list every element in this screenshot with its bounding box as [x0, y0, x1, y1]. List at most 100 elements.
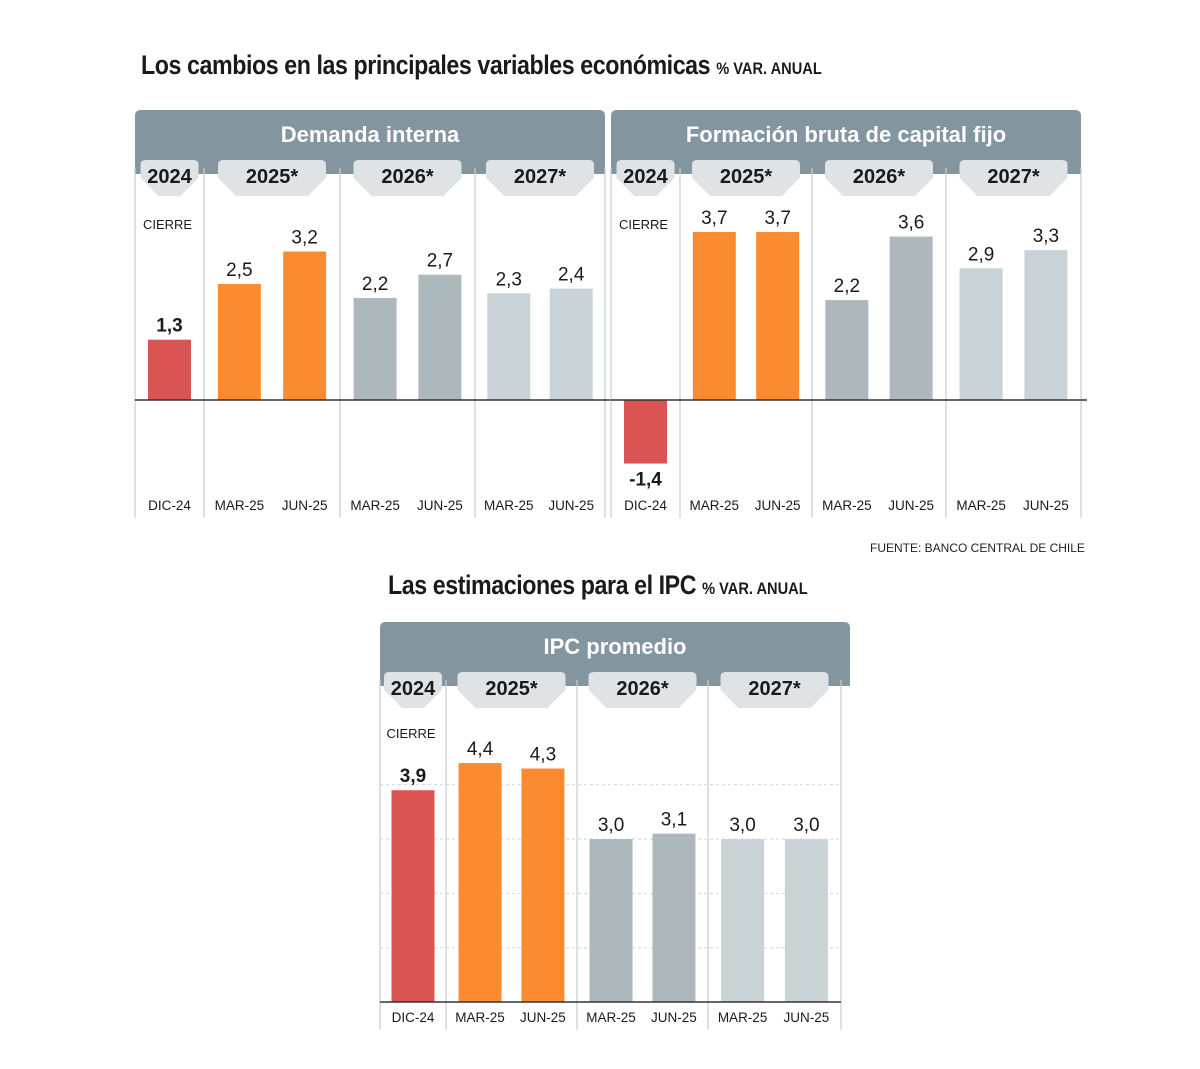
x-tick-label: MAR-25 — [455, 1010, 505, 1025]
bar — [521, 768, 565, 1002]
bar — [756, 232, 800, 400]
data-label: 3,1 — [661, 810, 687, 831]
ipc-title-unit: % VAR. ANUAL — [702, 579, 808, 598]
bar — [458, 763, 502, 1002]
chart-title: Demanda interna — [281, 122, 460, 147]
bar — [692, 232, 736, 400]
data-label: 3,0 — [729, 815, 755, 836]
data-label: 2,3 — [496, 269, 522, 290]
x-tick-label: DIC-24 — [624, 498, 667, 513]
source-note: FUENTE: BANCO CENTRAL DE CHILE — [870, 541, 1085, 555]
x-tick-label: JUN-25 — [651, 1010, 697, 1025]
year-tab — [692, 160, 800, 196]
year-tab-label: 2025* — [485, 678, 537, 700]
year-tab — [140, 160, 199, 196]
bar — [283, 251, 327, 400]
data-label: 3,0 — [793, 815, 819, 836]
chart-header-band — [611, 110, 1081, 174]
bar — [487, 293, 531, 400]
year-tab — [720, 672, 829, 708]
x-tick-label: MAR-25 — [822, 498, 872, 513]
main-title-text: Los cambios en las principales variables… — [141, 50, 711, 80]
year-tab — [588, 672, 697, 708]
bar — [549, 288, 593, 400]
x-tick-label: MAR-25 — [586, 1010, 636, 1025]
data-label: 3,6 — [898, 213, 924, 234]
x-tick-label: MAR-25 — [215, 498, 265, 513]
year-tab — [825, 160, 933, 196]
bar — [589, 839, 633, 1002]
data-label: 3,3 — [1033, 226, 1059, 247]
year-tab-label: 2027* — [748, 678, 800, 700]
main-title: Los cambios en las principales variables… — [141, 50, 822, 81]
data-label: 2,4 — [558, 265, 585, 286]
x-tick-label: MAR-25 — [350, 498, 400, 513]
year-tab — [486, 160, 594, 196]
year-tab-label: 2025* — [720, 166, 772, 188]
bar — [148, 339, 191, 400]
x-tick-label: MAR-25 — [718, 1010, 768, 1025]
cierre-label: CIERRE — [143, 217, 192, 232]
x-tick-label: JUN-25 — [417, 498, 463, 513]
x-tick-label: JUN-25 — [282, 498, 328, 513]
year-tab-label: 2026* — [853, 166, 905, 188]
year-tab-label: 2027* — [514, 166, 566, 188]
bar — [825, 300, 869, 400]
x-tick-label: MAR-25 — [956, 498, 1006, 513]
bar — [624, 400, 667, 464]
year-tab-label: 2024 — [623, 166, 668, 188]
data-label: 4,3 — [530, 745, 556, 766]
year-tab-label: 2027* — [987, 166, 1039, 188]
year-tab-label: 2024 — [391, 678, 436, 700]
data-label: 3,7 — [764, 208, 790, 229]
bar — [784, 839, 828, 1002]
bar — [721, 839, 765, 1002]
data-label: 2,5 — [226, 260, 252, 281]
data-label: 4,4 — [467, 739, 494, 760]
x-tick-label: MAR-25 — [484, 498, 534, 513]
x-tick-label: DIC-24 — [392, 1010, 435, 1025]
year-tab-label: 2026* — [381, 166, 433, 188]
bar — [889, 236, 933, 400]
x-tick-label: MAR-25 — [690, 498, 740, 513]
cierre-label: CIERRE — [619, 217, 668, 232]
year-tab-label: 2024 — [147, 166, 192, 188]
x-tick-label: JUN-25 — [548, 498, 594, 513]
chart-2: Formación bruta de capital fijo 2024 2025*… — [610, 110, 1087, 518]
data-label: 2,7 — [427, 251, 453, 272]
data-label: 1,3 — [156, 316, 182, 337]
x-tick-label: JUN-25 — [1023, 498, 1069, 513]
bar — [959, 268, 1003, 400]
bar — [418, 274, 462, 400]
bar — [1024, 250, 1068, 400]
year-tab — [616, 160, 675, 196]
bar — [391, 790, 435, 1002]
data-label: 3,9 — [400, 766, 426, 787]
ipc-title-text: Las estimaciones para el IPC — [388, 570, 697, 600]
x-tick-label: JUN-25 — [520, 1010, 566, 1025]
chart-3: IPC promedio 2024 2025* 2026* 2027* CIERRE 3,9… — [379, 622, 850, 1030]
data-label: -1,4 — [629, 470, 662, 491]
year-tab — [384, 672, 442, 708]
cierre-label: CIERRE — [386, 726, 435, 741]
year-tab — [457, 672, 566, 708]
year-tab — [959, 160, 1068, 196]
x-tick-label: JUN-25 — [888, 498, 934, 513]
data-label: 2,2 — [834, 276, 860, 297]
x-tick-label: JUN-25 — [784, 1010, 830, 1025]
data-label: 3,0 — [598, 815, 624, 836]
x-tick-label: JUN-25 — [755, 498, 801, 513]
x-tick-label: DIC-24 — [148, 498, 191, 513]
year-tab — [218, 160, 326, 196]
chart-title: IPC promedio — [543, 634, 686, 659]
data-label: 3,2 — [291, 228, 317, 249]
ipc-title: Las estimaciones para el IPC % VAR. ANUA… — [388, 570, 808, 601]
data-label: 2,2 — [362, 274, 388, 295]
chart-title: Formación bruta de capital fijo — [686, 122, 1006, 147]
chart-header-band — [380, 622, 850, 686]
year-tab-label: 2026* — [616, 678, 668, 700]
bar — [652, 833, 696, 1002]
chart-header-band — [135, 110, 605, 174]
